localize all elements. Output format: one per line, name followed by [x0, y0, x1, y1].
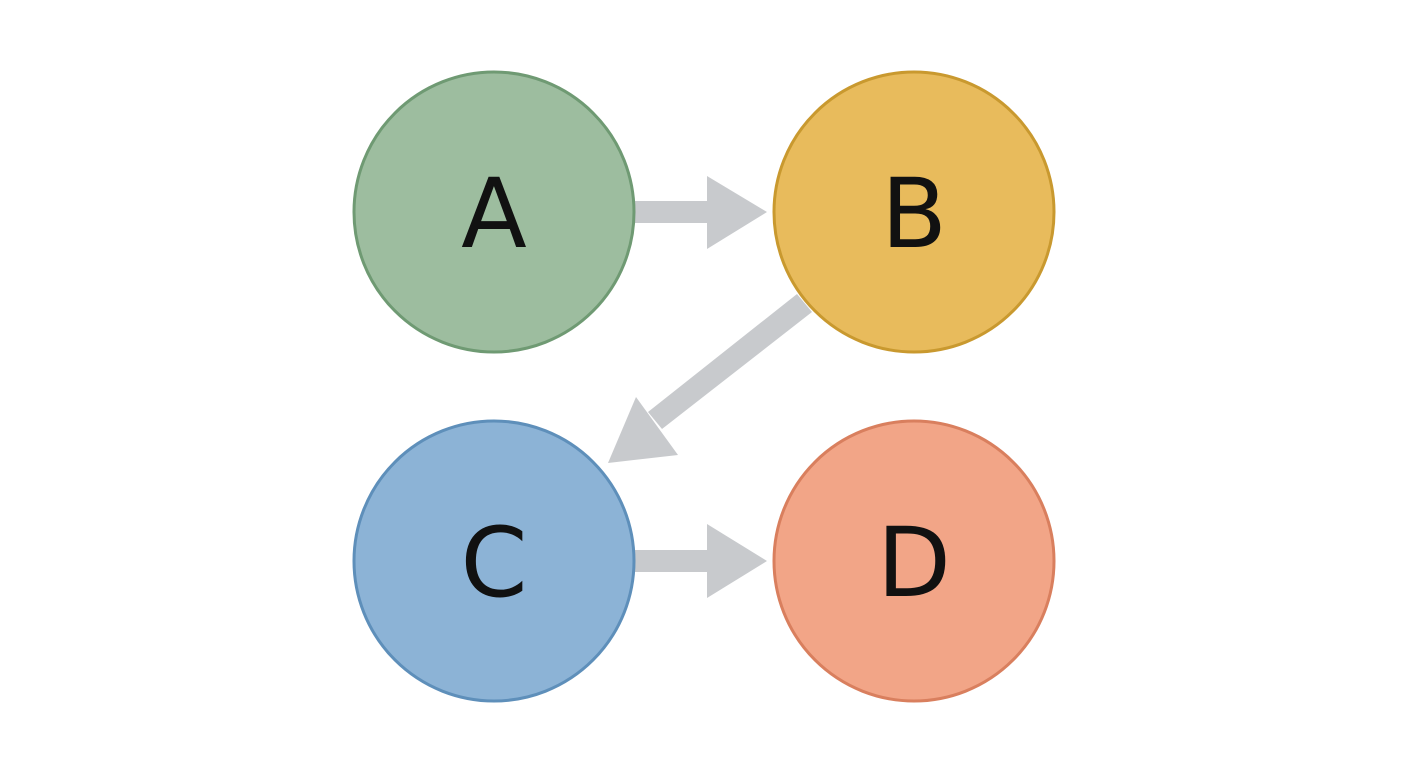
edge-c-d-shaft [634, 550, 719, 572]
node-d-label: D [877, 507, 951, 619]
node-a[interactable]: A [352, 70, 636, 354]
node-c[interactable]: C [352, 419, 636, 703]
node-a-circle [352, 70, 636, 354]
edge-c-d [634, 524, 767, 598]
node-a-label: A [461, 158, 527, 270]
edge-b-c [608, 294, 812, 463]
node-b-label: B [881, 158, 947, 270]
edge-a-b [634, 176, 767, 249]
node-b[interactable]: B [772, 70, 1056, 354]
edge-a-b-arrowhead [707, 176, 767, 249]
edge-b-c-shaft [648, 294, 812, 429]
node-c-circle [352, 419, 636, 703]
node-d[interactable]: D [772, 419, 1056, 703]
node-b-circle [772, 70, 1056, 354]
node-c-label: C [460, 507, 527, 619]
edge-a-b-shaft [634, 201, 719, 223]
edge-b-c-arrowhead [608, 397, 678, 463]
edge-c-d-arrowhead [707, 524, 767, 598]
node-d-circle [772, 419, 1056, 703]
